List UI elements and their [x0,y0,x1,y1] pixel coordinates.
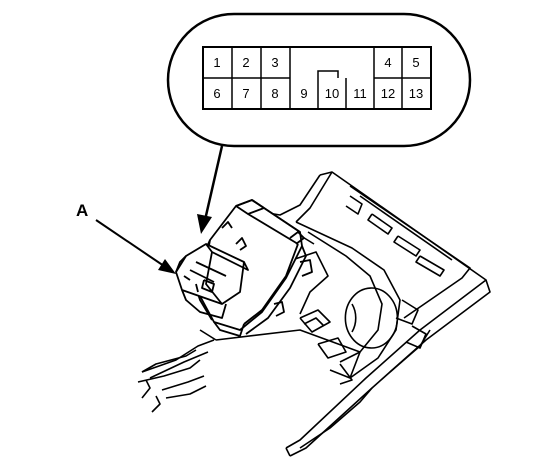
pin-label: 12 [381,86,395,101]
pin-label: 13 [409,86,423,101]
connector-face-callout: 1 2 3 4 5 6 7 8 9 10 11 12 13 [166,12,472,148]
pin-label: 2 [242,55,249,70]
pin-label: 3 [271,55,278,70]
pin-label: 8 [271,86,278,101]
harness-connector [175,243,249,319]
pin-label: 4 [384,55,391,70]
pin-label: 6 [213,86,220,101]
pin-label: 9 [300,86,307,101]
dashboard-panel [137,171,491,457]
pin-label: 5 [412,55,419,70]
pin-label: 7 [242,86,249,101]
pin-label: 10 [325,86,339,101]
callout-a-arrow [95,219,176,274]
callout-label-a: A [76,201,88,220]
connector-key [317,70,339,78]
pin-label: 1 [213,55,220,70]
pin-label: 11 [353,86,367,101]
callout-pointer-arrow [197,145,224,234]
